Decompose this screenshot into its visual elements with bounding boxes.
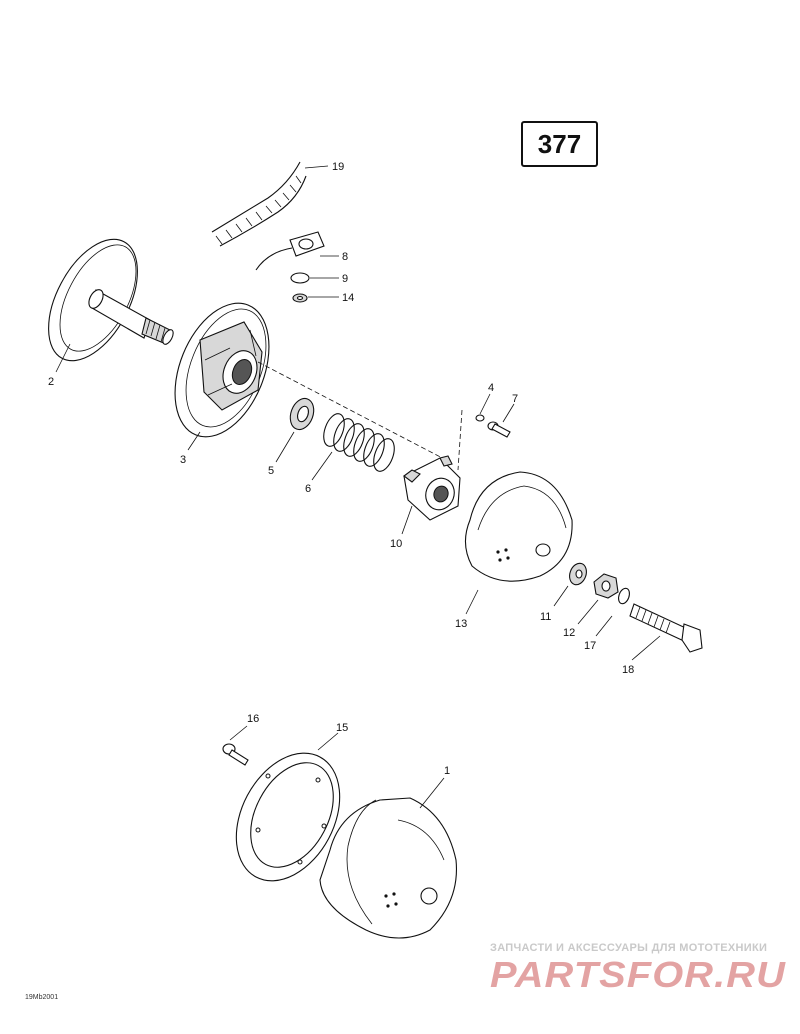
callout-3: 3: [180, 454, 186, 466]
washer-part-4: [475, 414, 485, 422]
watermark-logo: PARTSFOR.RU: [490, 954, 786, 994]
callout-15: 15: [336, 722, 348, 734]
diagram-reference-code: 19Mb2001: [25, 994, 59, 1001]
watermark-tagline: ЗАПЧАСТИ И АКСЕССУАРЫ ДЛЯ МОТОТЕХНИКИ: [490, 942, 768, 954]
spring-part-6: [323, 413, 395, 472]
callout-8: 8: [342, 251, 348, 263]
o-ring-part-9: [290, 272, 310, 284]
fixed-sheave-part-2: [48, 238, 174, 362]
callout-5: 5: [268, 465, 274, 477]
callout-16: 16: [247, 713, 259, 725]
callout-1: 1: [444, 765, 450, 777]
ramp-washer-part-5: [289, 397, 315, 431]
leader-lines: [55, 165, 661, 809]
callout-7: 7: [512, 393, 518, 405]
callout-labels: 19 8 9 14 2 3 5 6 4 7 10 13 11 12 17 18 …: [48, 161, 634, 777]
callout-2: 2: [48, 376, 54, 388]
page-number-box: 377: [521, 121, 598, 167]
callout-6: 6: [305, 483, 311, 495]
sliding-sheave-part-3: [174, 302, 270, 438]
callout-14: 14: [342, 292, 354, 304]
callout-17: 17: [584, 640, 596, 652]
flange-ring-part-15: [235, 752, 341, 882]
spider-hub-part-10: [403, 455, 461, 521]
callout-10: 10: [390, 538, 402, 550]
bolt-part-18: [629, 603, 703, 653]
watermark-logo-text: PARTSFOR.RU: [490, 954, 786, 994]
assembly-axis-lines: [257, 361, 463, 471]
nut-part-12: [593, 573, 619, 599]
washer-part-17: [618, 587, 630, 605]
governor-cup-part-13: [464, 471, 573, 582]
drive-belt-part-19: [211, 161, 307, 247]
bracket-part-8: [255, 231, 325, 271]
callout-19: 19: [332, 161, 344, 173]
washer-part-11: [569, 562, 587, 586]
callout-4: 4: [488, 382, 494, 394]
callout-18: 18: [622, 664, 634, 676]
callout-9: 9: [342, 273, 348, 285]
screw-part-7: [487, 421, 511, 438]
callout-12: 12: [563, 627, 575, 639]
callout-13: 13: [455, 618, 467, 630]
washer-part-14: [292, 293, 308, 303]
cover-housing-part-1: [319, 797, 458, 939]
callout-11: 11: [540, 611, 551, 623]
screw-part-16: [222, 743, 249, 766]
